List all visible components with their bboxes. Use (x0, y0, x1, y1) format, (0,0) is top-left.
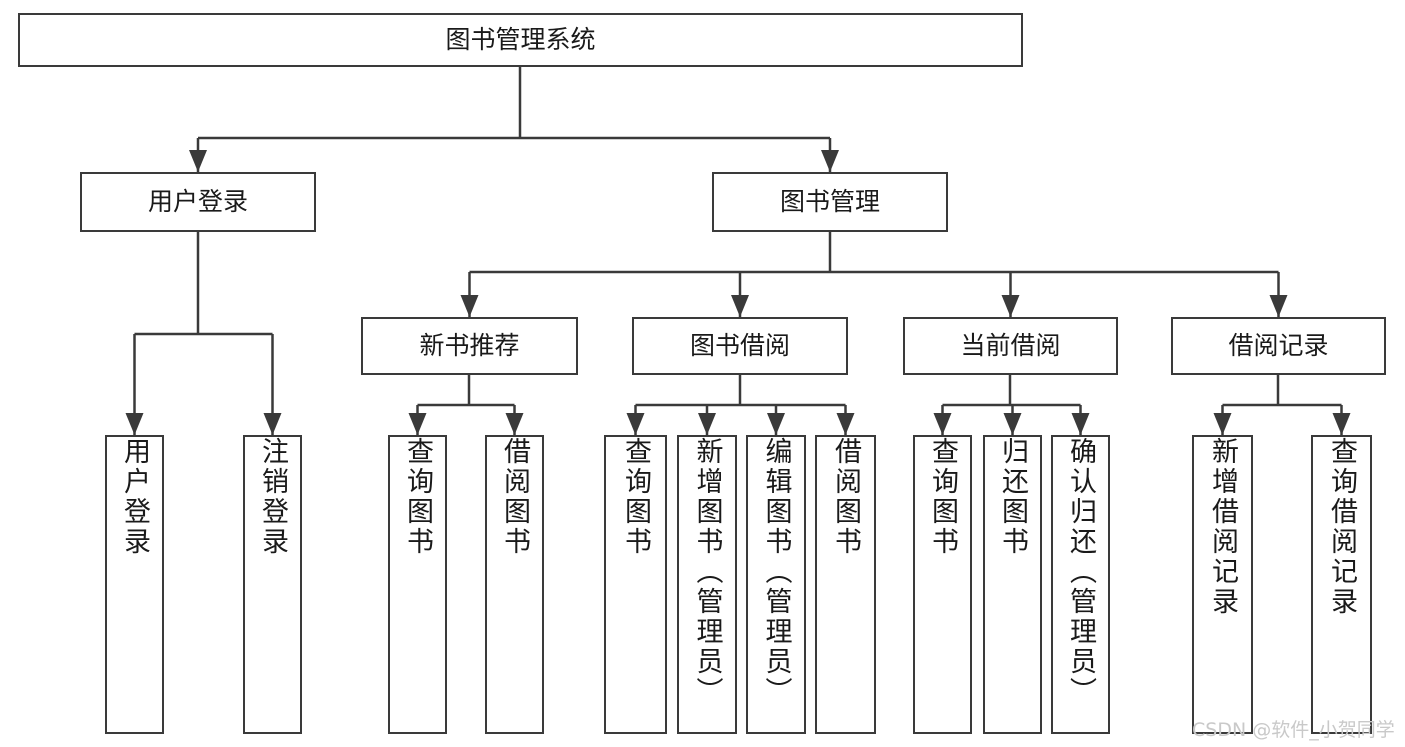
arrow-head-leaf-cu-query (933, 413, 952, 435)
node-label: 借阅图书 (830, 437, 861, 557)
node-label: 确认归还（管理员） (1065, 437, 1096, 707)
node-leaf-cu-return[interactable]: 归还图书 (983, 435, 1042, 734)
node-label: 用户登录 (147, 187, 248, 217)
arrow-head-borrow (731, 295, 749, 317)
arrow-head-leaf-re-add (1213, 413, 1232, 435)
arrow-head-bookmgmt (821, 150, 839, 172)
arrow-head-leaf-nb-borrow (505, 413, 524, 435)
node-label: 归还图书 (997, 437, 1028, 557)
watermark: CSDN @软件_小贺同学 (1192, 719, 1395, 741)
node-leaf-nb-query[interactable]: 查询图书 (388, 435, 447, 734)
arrow-head-newbook (460, 295, 479, 317)
arrow-head-current (1001, 295, 1020, 317)
arrow-head-leaf-user-login (125, 413, 144, 435)
node-current[interactable]: 当前借阅 (903, 317, 1118, 375)
node-label: 查询图书 (620, 437, 651, 557)
node-login[interactable]: 用户登录 (80, 172, 316, 232)
node-newbook[interactable]: 新书推荐 (361, 317, 578, 375)
arrow-head-leaf-bo-borrow (836, 413, 855, 435)
node-label: 注销登录 (257, 437, 288, 557)
node-label: 当前借阅 (960, 331, 1061, 361)
node-label: 借阅图书 (499, 437, 530, 557)
node-records[interactable]: 借阅记录 (1171, 317, 1386, 375)
node-label: 查询图书 (927, 437, 958, 557)
node-leaf-cu-query[interactable]: 查询图书 (913, 435, 972, 734)
arrow-head-leaf-cu-confirm (1071, 413, 1090, 435)
node-label: 图书管理系统 (445, 25, 596, 55)
node-label: 图书管理 (779, 187, 880, 217)
arrow-head-leaf-cu-return (1003, 413, 1022, 435)
node-leaf-re-add[interactable]: 新增借阅记录 (1192, 435, 1253, 734)
node-label: 新增借阅记录 (1207, 437, 1238, 617)
arrow-head-records (1269, 295, 1288, 317)
node-label: 查询借阅记录 (1326, 437, 1357, 617)
arrow-head-login (189, 150, 207, 172)
node-bookmgmt[interactable]: 图书管理 (712, 172, 948, 232)
node-label: 查询图书 (402, 437, 433, 557)
arrow-head-leaf-bo-edit (767, 413, 785, 435)
node-leaf-nb-borrow[interactable]: 借阅图书 (485, 435, 544, 734)
node-leaf-user-logout[interactable]: 注销登录 (243, 435, 302, 734)
node-label: 编辑图书（管理员） (760, 437, 792, 707)
arrow-head-leaf-user-logout (263, 413, 282, 435)
node-leaf-re-query[interactable]: 查询借阅记录 (1311, 435, 1372, 734)
node-leaf-bo-edit[interactable]: 编辑图书（管理员） (746, 435, 806, 734)
node-label: 新书推荐 (419, 331, 520, 361)
node-leaf-user-login[interactable]: 用户登录 (105, 435, 164, 734)
node-label: 图书借阅 (689, 331, 790, 361)
node-root[interactable]: 图书管理系统 (18, 13, 1023, 67)
node-label: 借阅记录 (1228, 331, 1329, 361)
node-leaf-bo-add[interactable]: 新增图书（管理员） (677, 435, 737, 734)
node-leaf-bo-borrow[interactable]: 借阅图书 (815, 435, 876, 734)
node-label: 新增图书（管理员） (691, 437, 723, 707)
arrow-head-leaf-re-query (1332, 413, 1351, 435)
node-leaf-bo-query[interactable]: 查询图书 (604, 435, 667, 734)
arrow-head-leaf-nb-query (408, 413, 427, 435)
arrow-head-leaf-bo-add (698, 413, 716, 435)
node-borrow[interactable]: 图书借阅 (632, 317, 848, 375)
node-label: 用户登录 (119, 437, 150, 557)
node-leaf-cu-confirm[interactable]: 确认归还（管理员） (1051, 435, 1110, 734)
arrow-head-leaf-bo-query (626, 413, 645, 435)
